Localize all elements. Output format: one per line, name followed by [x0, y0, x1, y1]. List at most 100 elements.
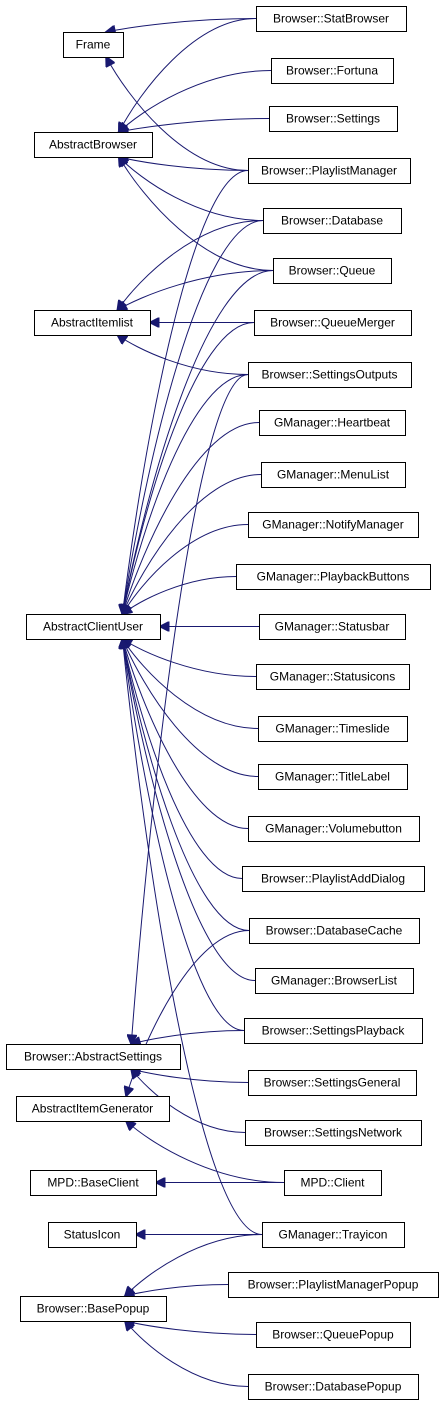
- class-node-abstract-client-user[interactable]: AbstractClientUser: [27, 615, 161, 640]
- class-node-queue-popup[interactable]: Browser::QueuePopup: [257, 1323, 411, 1348]
- class-node-label: Browser::SettingsNetwork: [264, 1126, 403, 1140]
- class-node-fortuna[interactable]: Browser::Fortuna: [272, 59, 394, 84]
- class-node-label: GManager::Statusicons: [270, 670, 395, 684]
- inheritance-edge-playlist-manager-popup-to-base-popup: [125, 1285, 228, 1297]
- class-node-playlist-add-dialog[interactable]: Browser::PlaylistAddDialog: [243, 867, 425, 892]
- class-node-label: Frame: [76, 38, 111, 52]
- inheritance-edge-playback-buttons-to-abstract-client-user: [122, 577, 236, 615]
- edge-path: [131, 1031, 244, 1045]
- class-node-status-icon[interactable]: StatusIcon: [49, 1223, 137, 1248]
- class-node-label: Browser::Queue: [289, 264, 376, 278]
- class-node-statusbar[interactable]: GManager::Statusbar: [260, 615, 406, 640]
- class-node-volumebutton[interactable]: GManager::Volumebutton: [249, 817, 420, 842]
- inheritance-edge-settings-playback-to-abstract-settings: [131, 1031, 244, 1045]
- inheritance-edge-title-label-to-abstract-client-user: [122, 639, 258, 777]
- class-node-heartbeat[interactable]: GManager::Heartbeat: [260, 411, 406, 436]
- class-node-label: AbstractItemGenerator: [32, 1102, 153, 1116]
- inheritance-edge-statusicons-to-abstract-client-user: [122, 639, 256, 677]
- class-node-statusicons[interactable]: GManager::Statusicons: [257, 665, 410, 690]
- class-node-settings-network[interactable]: Browser::SettingsNetwork: [246, 1121, 422, 1146]
- class-node-abstract-itemlist[interactable]: AbstractItemlist: [35, 311, 151, 336]
- inheritance-edge-fortuna-to-abstract-browser: [119, 71, 271, 133]
- edge-path: [125, 1285, 228, 1297]
- class-node-label: Browser::BasePopup: [37, 1302, 150, 1316]
- class-node-frame[interactable]: Frame: [64, 33, 124, 58]
- class-node-label: Browser::PlaylistManagerPopup: [248, 1278, 419, 1292]
- class-node-label: Browser::SettingsOutputs: [261, 368, 397, 382]
- inheritance-edge-timeslide-to-abstract-client-user: [122, 639, 258, 729]
- class-node-label: Browser::StatBrowser: [273, 12, 389, 26]
- class-node-title-label[interactable]: GManager::TitleLabel: [259, 765, 408, 790]
- class-node-label: Browser::PlaylistAddDialog: [261, 872, 405, 886]
- edge-path: [122, 375, 248, 615]
- edge-path: [122, 639, 258, 729]
- class-node-trayicon[interactable]: GManager::Trayicon: [263, 1223, 405, 1248]
- class-node-label: StatusIcon: [64, 1228, 121, 1242]
- class-node-label: Browser::PlaylistManager: [261, 164, 397, 178]
- edge-path: [118, 271, 273, 311]
- edge-path: [119, 71, 271, 133]
- inheritance-edge-settings-outputs-to-abstract-itemlist: [118, 335, 248, 375]
- inheritance-edge-database-cache-to-abstract-item-generator: [126, 931, 249, 1097]
- inheritance-edge-settings-outputs-to-abstract-client-user: [122, 375, 248, 615]
- edge-path: [125, 1321, 256, 1335]
- class-node-settings-outputs[interactable]: Browser::SettingsOutputs: [249, 363, 412, 388]
- class-node-label: Browser::DatabasePopup: [265, 1380, 402, 1394]
- class-node-playlist-manager[interactable]: Browser::PlaylistManager: [249, 159, 411, 184]
- class-node-database-cache[interactable]: Browser::DatabaseCache: [250, 919, 420, 944]
- class-node-settings-general[interactable]: Browser::SettingsGeneral: [249, 1071, 417, 1096]
- class-node-label: GManager::BrowserList: [271, 974, 398, 988]
- inheritance-edge-stat-browser-to-frame: [106, 19, 256, 33]
- class-node-mpd-base-client[interactable]: MPD::BaseClient: [31, 1171, 157, 1196]
- class-node-queue-merger[interactable]: Browser::QueueMerger: [255, 311, 412, 336]
- edge-path: [118, 335, 248, 375]
- class-node-label: MPD::BaseClient: [47, 1176, 139, 1190]
- inheritance-edge-queue-to-abstract-itemlist: [118, 271, 273, 311]
- class-node-label: GManager::Statusbar: [275, 620, 390, 634]
- class-node-menu-list[interactable]: GManager::MenuList: [262, 463, 406, 488]
- class-node-settings[interactable]: Browser::Settings: [270, 107, 398, 132]
- class-node-mpd-client[interactable]: MPD::Client: [285, 1171, 382, 1196]
- class-node-label: Browser::Database: [281, 214, 383, 228]
- class-node-label: GManager::Heartbeat: [274, 416, 391, 430]
- class-node-label: GManager::NotifyManager: [262, 518, 403, 532]
- edge-path: [122, 639, 256, 677]
- class-node-notify-manager[interactable]: GManager::NotifyManager: [249, 513, 419, 538]
- class-node-abstract-settings[interactable]: Browser::AbstractSettings: [7, 1045, 181, 1070]
- class-node-database[interactable]: Browser::Database: [264, 209, 402, 234]
- inheritance-edge-trayicon-to-abstract-client-user: [122, 639, 262, 1235]
- class-node-label: Browser::AbstractSettings: [24, 1050, 162, 1064]
- class-node-settings-playback[interactable]: Browser::SettingsPlayback: [245, 1019, 423, 1044]
- class-node-browser-list[interactable]: GManager::BrowserList: [256, 969, 414, 994]
- class-node-stat-browser[interactable]: Browser::StatBrowser: [257, 7, 407, 32]
- class-node-label: Browser::DatabaseCache: [266, 924, 403, 938]
- class-node-label: GManager::Trayicon: [279, 1228, 388, 1242]
- class-node-abstract-item-generator[interactable]: AbstractItemGenerator: [17, 1097, 170, 1122]
- edge-path: [122, 475, 261, 615]
- class-node-label: Browser::Settings: [286, 112, 380, 126]
- class-node-label: GManager::Volumebutton: [265, 822, 402, 836]
- edge-path: [122, 639, 255, 981]
- class-node-base-popup[interactable]: Browser::BasePopup: [21, 1297, 167, 1322]
- class-node-label: AbstractBrowser: [49, 138, 137, 152]
- class-node-abstract-browser[interactable]: AbstractBrowser: [35, 133, 153, 158]
- class-node-label: GManager::MenuList: [277, 468, 390, 482]
- edge-path: [122, 639, 244, 1031]
- class-node-label: Browser::QueueMerger: [270, 316, 395, 330]
- class-node-label: Browser::SettingsPlayback: [262, 1024, 406, 1038]
- class-node-label: GManager::Timeslide: [275, 722, 390, 736]
- class-node-playlist-manager-popup[interactable]: Browser::PlaylistManagerPopup: [229, 1273, 439, 1298]
- class-node-queue[interactable]: Browser::Queue: [274, 259, 392, 284]
- edge-path: [122, 639, 249, 931]
- edge-path: [122, 525, 248, 615]
- class-node-timeslide[interactable]: GManager::Timeslide: [259, 717, 408, 742]
- edge-path: [122, 639, 262, 1235]
- inheritance-edge-settings-to-abstract-browser: [119, 119, 269, 133]
- class-node-label: GManager::PlaybackButtons: [257, 570, 410, 584]
- class-node-playback-buttons[interactable]: GManager::PlaybackButtons: [237, 565, 431, 590]
- inheritance-edge-browser-list-to-abstract-client-user: [122, 639, 255, 981]
- class-node-database-popup[interactable]: Browser::DatabasePopup: [249, 1375, 419, 1400]
- edge-path: [122, 639, 258, 777]
- edge-path: [126, 931, 249, 1097]
